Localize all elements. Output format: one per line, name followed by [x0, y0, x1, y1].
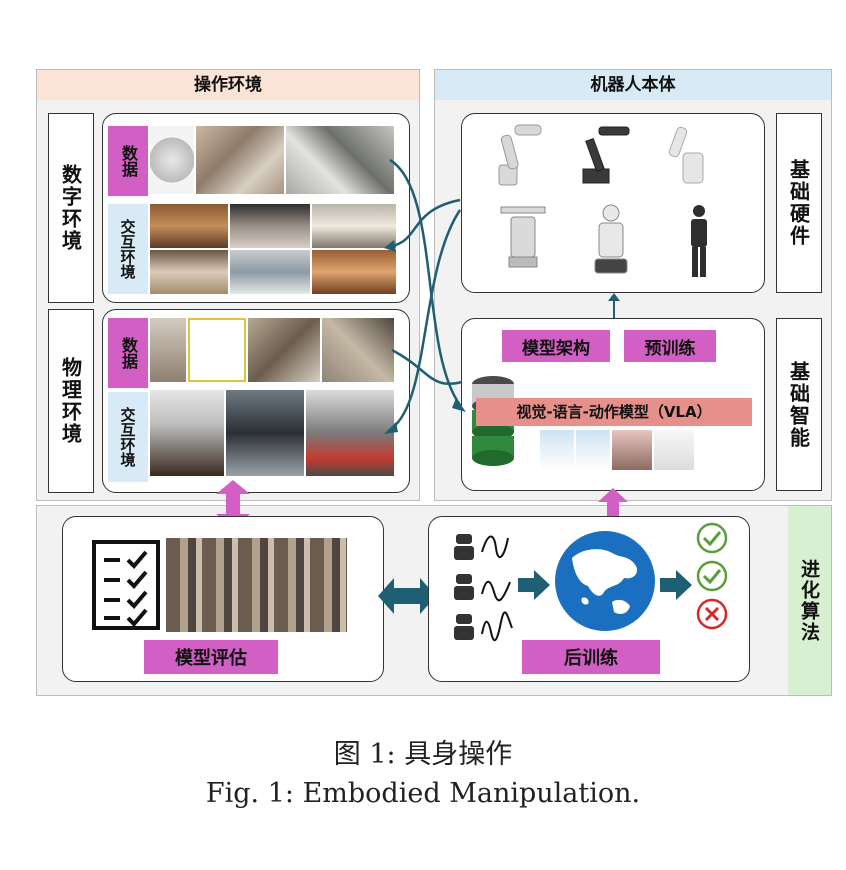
robot-hardware-illustrations	[498, 124, 707, 277]
basic-intelligence-label: 基础智能	[776, 318, 822, 491]
vla-thumbnails	[540, 430, 750, 474]
digital-interactive-images	[150, 204, 396, 294]
vla-model-band	[476, 398, 752, 426]
digital-data-images	[150, 126, 396, 196]
robot-trajectories-icon	[454, 534, 513, 642]
physical-data-images	[150, 318, 396, 384]
robot-arm-black-icon	[582, 126, 630, 184]
operation-environment-title: 操作环境	[37, 70, 419, 100]
right-arrow-icon	[518, 570, 550, 600]
digital-interactive-tag: 交互环境	[108, 204, 148, 294]
right-arrow-icon-2	[660, 570, 692, 600]
model-evaluation-tag: 模型评估	[144, 640, 278, 674]
up-arrow-icon	[608, 293, 620, 319]
evolution-algorithm-title: 进化算法	[798, 558, 820, 643]
checklist-icon	[92, 540, 160, 630]
physical-data-tag: 数据	[108, 318, 148, 388]
cross-icon	[696, 598, 728, 630]
physical-interactive-images	[150, 390, 396, 478]
check-icon-1	[696, 522, 728, 554]
model-architecture-tag: 模型架构	[502, 330, 610, 362]
digital-data-tag: 数据	[108, 126, 148, 196]
pretraining-tag: 预训练	[624, 330, 716, 362]
eval-posttrain-double-arrow	[378, 578, 436, 614]
caption-english: Fig. 1: Embodied Manipulation.	[205, 778, 641, 809]
physical-environment-label: 物理环境	[48, 309, 94, 493]
caption-chinese: 图 1: 具身操作	[333, 739, 513, 770]
globe-icon	[555, 531, 655, 631]
evaluation-image-grid	[166, 538, 348, 632]
digital-environment-label: 数字环境	[48, 113, 94, 303]
cross-link-arrows	[384, 158, 466, 434]
basic-hardware-label: 基础硬件	[776, 113, 822, 293]
check-icon-2	[696, 560, 728, 592]
robot-body-title: 机器人本体	[435, 70, 831, 100]
humanoid-robot-icon	[691, 205, 707, 277]
evolution-algorithm-header	[788, 506, 831, 695]
service-robot-icon	[594, 204, 628, 274]
vla-model-label: 视觉-语言-动作模型（VLA）	[516, 403, 712, 421]
robot-arm-icon	[498, 124, 542, 186]
robot-arm-white-icon	[668, 126, 704, 184]
algo-to-intelligence-arrow	[598, 488, 628, 520]
physical-interactive-tag: 交互环境	[108, 392, 148, 482]
post-training-tag: 后训练	[522, 640, 660, 674]
mobile-manipulator-icon	[500, 206, 546, 268]
